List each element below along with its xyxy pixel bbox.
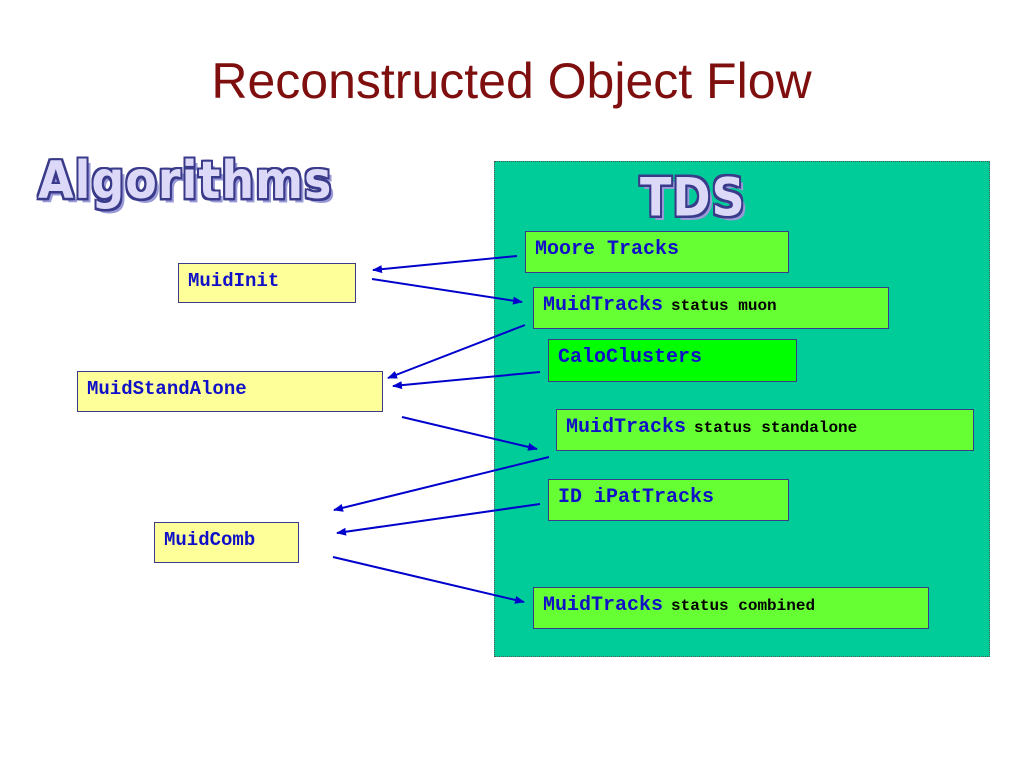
muid-tracks-standalone-status: status standalone	[694, 419, 858, 437]
muid-init-box[interactable]: MuidInit	[178, 263, 356, 303]
muid-tracks-combined-status: status combined	[671, 597, 816, 615]
id-ipat-tracks-box[interactable]: ID iPatTracks	[548, 479, 789, 521]
muid-standalone-label: MuidStandAlone	[87, 378, 247, 400]
muid-tracks-muon-label: MuidTracks	[543, 294, 664, 317]
muid-tracks-combined-label: MuidTracks	[543, 594, 664, 617]
arrow-calo-to-standalone	[392, 371, 541, 390]
muid-standalone-box[interactable]: MuidStandAlone	[77, 371, 383, 412]
muid-tracks-combined-box[interactable]: MuidTracks status combined	[533, 587, 929, 629]
tds-heading: TDS	[640, 166, 746, 229]
muid-comb-label: MuidComb	[164, 529, 256, 551]
arrow-comb-to-tracks-combined	[332, 556, 525, 604]
moore-tracks-label: Moore Tracks	[535, 238, 680, 261]
arrow-tracks-standalone-to-comb	[333, 456, 550, 512]
algorithms-heading: Algorithms	[38, 150, 333, 211]
arrow-muidinit-to-tracks-muon	[371, 278, 523, 305]
muid-tracks-muon-status: status muon	[671, 297, 777, 315]
calo-clusters-label: CaloClusters	[558, 346, 703, 369]
muid-tracks-standalone-box[interactable]: MuidTracks status standalone	[556, 409, 974, 451]
id-ipat-tracks-label: ID iPatTracks	[558, 486, 715, 509]
moore-tracks-box[interactable]: Moore Tracks	[525, 231, 789, 273]
muid-tracks-muon-box[interactable]: MuidTracks status muon	[533, 287, 889, 329]
muid-comb-box[interactable]: MuidComb	[154, 522, 299, 563]
arrow-tracks-muon-to-standalone	[387, 324, 526, 379]
page-title: Reconstructed Object Flow	[211, 53, 812, 109]
muid-init-label: MuidInit	[188, 270, 280, 292]
arrow-ipat-to-comb	[336, 503, 541, 536]
arrow-standalone-to-tracks-standalone	[401, 416, 538, 451]
muid-tracks-standalone-label: MuidTracks	[566, 416, 687, 439]
arrow-moore-to-muidinit	[372, 255, 518, 274]
calo-clusters-box[interactable]: CaloClusters	[548, 339, 797, 382]
